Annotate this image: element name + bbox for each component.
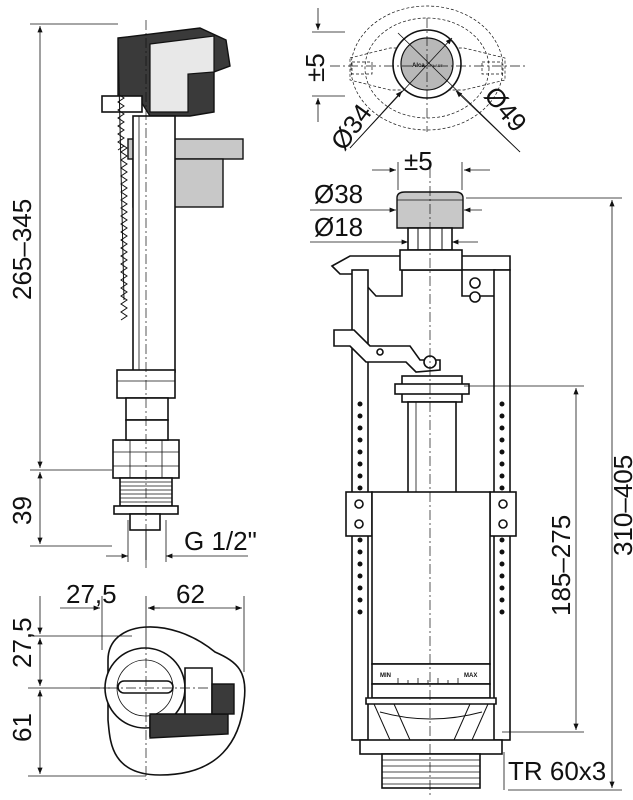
flush-body [371, 491, 491, 665]
flush-valve-dimensions: ±5 Ø38 Ø18 310–405 185–275 TR 60x3 [310, 146, 633, 791]
left-clamp [345, 491, 373, 537]
valve-tube [132, 115, 176, 373]
dim-flush-thread: TR 60x3 [508, 756, 606, 786]
valve-joint [125, 397, 169, 421]
dim-flush-overflow: 185–275 [546, 515, 576, 616]
dim-plan-width: 62 [176, 579, 205, 609]
flush-thread [381, 753, 481, 789]
plan-view [90, 626, 246, 780]
dim-fill-thread-length: 39 [7, 496, 37, 525]
dim-button-tolerance: ±5 [404, 146, 433, 176]
plan-dimensions: 27,5 62 27,5 61 [7, 579, 245, 777]
right-clamp [489, 491, 517, 537]
valve-head-clip [101, 95, 143, 113]
scale-max: MAX [464, 673, 477, 679]
plan-slot [117, 680, 174, 694]
scale-min: MIN [380, 673, 391, 679]
dim-plan-offset-y: 27,5 [7, 617, 37, 668]
float-rod [117, 37, 125, 301]
dim-fill-height: 265–345 [7, 199, 37, 300]
lever [333, 329, 441, 373]
overflow-tube [407, 401, 457, 495]
fill-valve [101, 20, 244, 568]
dim-flush-height: 310–405 [608, 455, 633, 556]
plan-arm [149, 713, 229, 739]
dim-49: Ø49 [478, 81, 533, 138]
dim-38: Ø38 [314, 179, 363, 209]
dim-fill-thread: G 1/2" [184, 526, 257, 556]
dim-plan-offset-x: 27,5 [66, 579, 117, 609]
right-rail-holes [499, 401, 505, 615]
dim-plan-depth: 61 [7, 713, 37, 742]
flush-valve: MIN MAX [330, 168, 517, 796]
fill-valve-dimensions: 265–345 39 G 1/2" [7, 23, 257, 562]
brand-suffix: PLAST [430, 63, 443, 68]
dim-18: Ø18 [314, 212, 363, 242]
rod-ratchet [117, 93, 125, 151]
rod-teeth [120, 143, 128, 321]
valve-head-body [149, 35, 215, 113]
left-rail-holes [357, 401, 363, 615]
dim-top-tolerance: ±5 [300, 53, 330, 82]
seal-ring [359, 739, 503, 755]
brand-label: Alca [412, 63, 425, 69]
